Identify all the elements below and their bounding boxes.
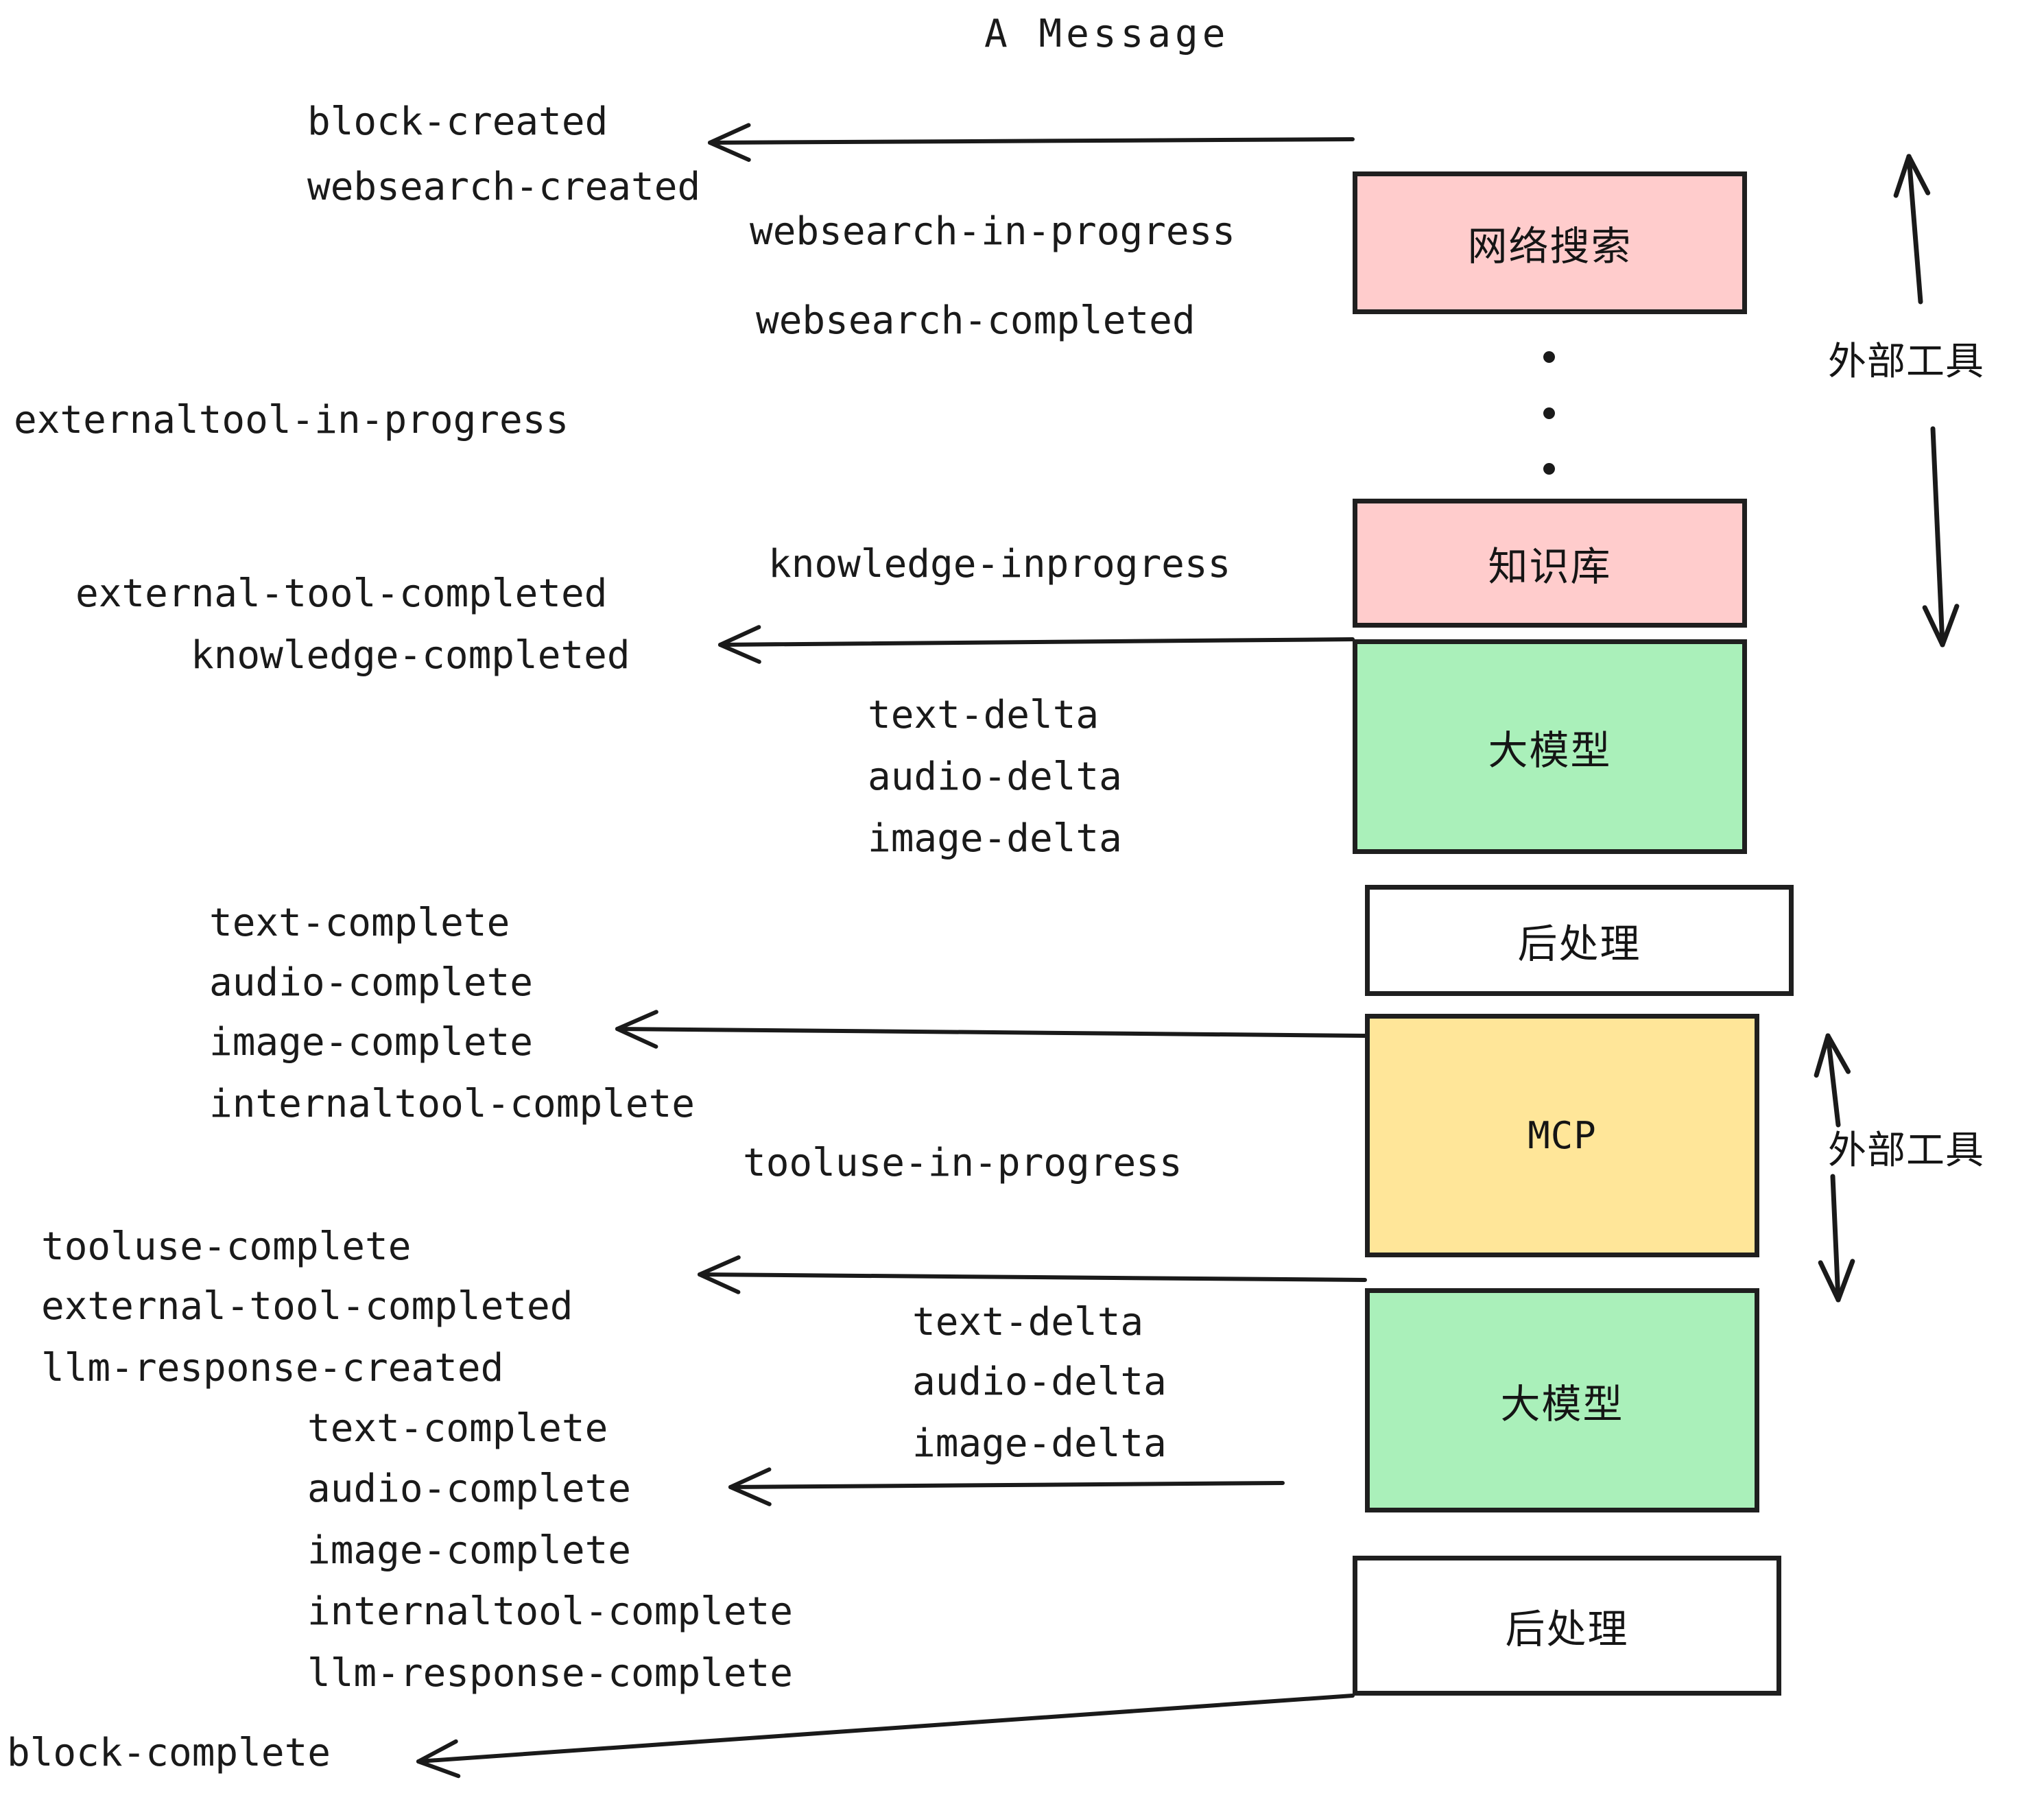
node-box-llm-1: 大模型	[1353, 639, 1747, 854]
group-label-external-tools-top: 外部工具	[1828, 340, 1984, 384]
event-label-websearch-created: websearch-created	[307, 165, 701, 209]
event-label-internaltool-complete-2: internaltool-complete	[307, 1589, 794, 1634]
event-label-audio-complete-1: audio-complete	[209, 960, 534, 1005]
node-box-websearch: 网络搜索	[1353, 171, 1747, 314]
node-box-knowledgebase: 知识库	[1353, 499, 1747, 628]
event-label-external-tool-completed-1: external-tool-completed	[75, 571, 608, 616]
event-label-text-delta-2: text-delta	[912, 1300, 1144, 1344]
event-label-externaltool-in-progress: externaltool-in-progress	[14, 398, 569, 442]
event-label-image-complete-2: image-complete	[307, 1528, 632, 1573]
arrow-image-complete	[615, 1010, 1367, 1049]
event-label-internaltool-complete-1: internaltool-complete	[209, 1082, 696, 1126]
event-label-websearch-completed: websearch-completed	[756, 298, 1196, 343]
arrow-tooluse-complete	[698, 1255, 1367, 1294]
event-label-text-complete-2: text-complete	[307, 1406, 608, 1451]
event-label-websearch-in-progress: websearch-in-progress	[750, 209, 1236, 254]
group-arrow-up-bottom	[1814, 1033, 1851, 1128]
event-label-image-complete-1: image-complete	[209, 1020, 534, 1065]
node-box-mcp: MCP	[1365, 1014, 1759, 1257]
group-arrow-up-top	[1893, 154, 1931, 305]
group-label-external-tools-bottom: 外部工具	[1828, 1128, 1984, 1173]
event-label-image-delta-2: image-delta	[912, 1421, 1167, 1466]
event-label-audio-delta-1: audio-delta	[868, 755, 1122, 799]
node-box-label: 后处理	[1505, 1606, 1629, 1652]
node-box-postprocess-2: 后处理	[1353, 1556, 1781, 1696]
event-label-text-complete-1: text-complete	[209, 901, 510, 945]
node-box-label: 网络搜索	[1467, 223, 1632, 270]
event-label-block-complete: block-complete	[7, 1731, 331, 1775]
node-box-label: MCP	[1528, 1114, 1597, 1157]
event-label-external-tool-completed-2: external-tool-completed	[41, 1284, 573, 1329]
node-box-postprocess-1: 后处理	[1365, 885, 1794, 996]
event-label-image-delta-1: image-delta	[868, 816, 1122, 861]
diagram-title: A Message	[984, 12, 1230, 56]
node-box-label: 大模型	[1488, 726, 1612, 774]
vertical-ellipsis-icon	[1542, 351, 1556, 475]
node-box-label: 大模型	[1500, 1380, 1624, 1427]
arrow-block-complete	[416, 1694, 1355, 1779]
node-box-llm-2: 大模型	[1365, 1288, 1759, 1512]
event-label-text-delta-1: text-delta	[868, 693, 1100, 737]
arrow-knowledge	[718, 625, 1355, 664]
event-label-knowledge-completed: knowledge-completed	[191, 633, 630, 678]
event-label-audio-complete-2: audio-complete	[307, 1467, 632, 1511]
group-arrow-down-bottom	[1818, 1174, 1855, 1303]
node-box-label: 后处理	[1517, 921, 1641, 967]
group-arrow-down-top	[1922, 426, 1960, 648]
event-label-llm-response-created: llm-response-created	[41, 1346, 504, 1390]
event-label-llm-response-complete: llm-response-complete	[307, 1651, 794, 1696]
node-box-label: 知识库	[1488, 543, 1612, 590]
event-label-tooluse-complete: tooluse-complete	[41, 1224, 412, 1269]
event-label-block-created: block-created	[307, 99, 608, 144]
arrow-block-created	[708, 123, 1355, 162]
event-label-audio-delta-2: audio-delta	[912, 1360, 1167, 1404]
event-label-tooluse-in-progress: tooluse-in-progress	[743, 1141, 1183, 1185]
arrow-audio-complete	[728, 1467, 1285, 1506]
event-label-knowledge-inprogress: knowledge-inprogress	[768, 542, 1231, 586]
